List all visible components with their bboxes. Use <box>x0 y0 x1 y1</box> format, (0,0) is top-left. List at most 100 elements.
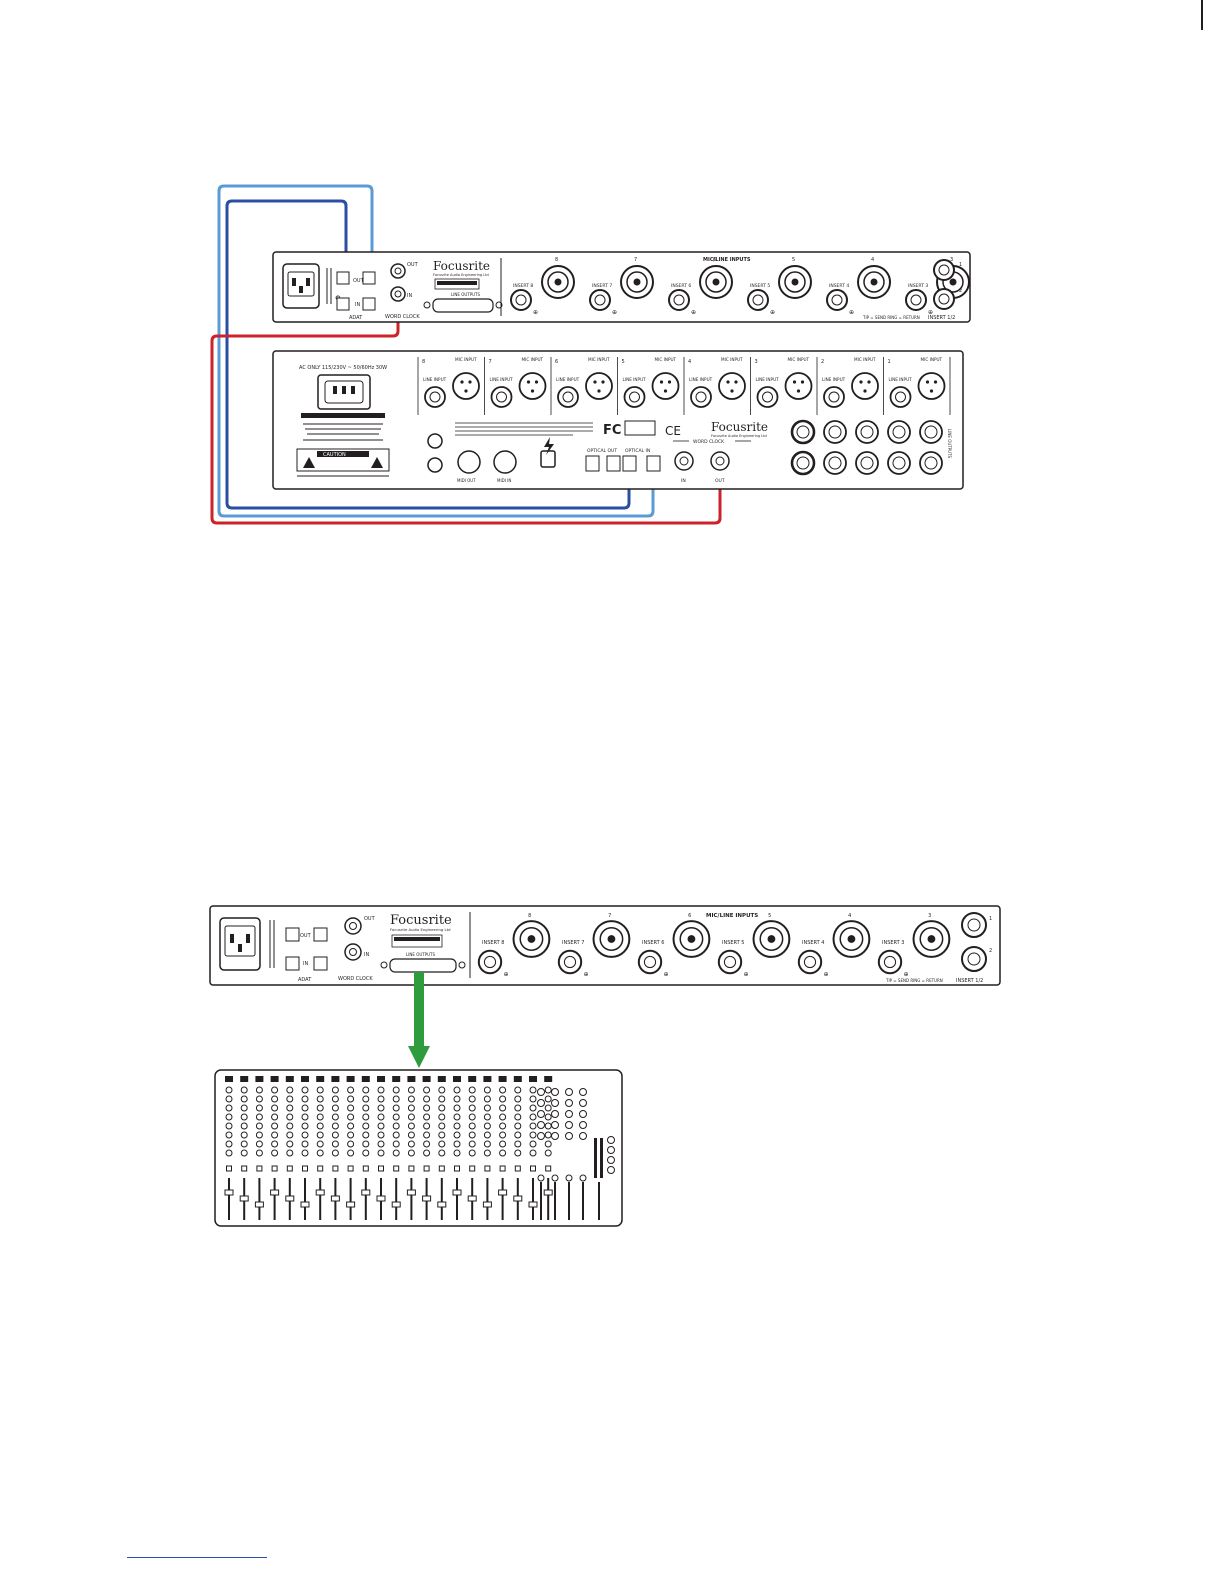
mixer-knob[interactable] <box>377 1104 385 1112</box>
insert-jack[interactable] <box>557 949 583 975</box>
aux-knob[interactable] <box>565 1110 573 1118</box>
mixer-knob[interactable] <box>225 1131 233 1139</box>
mixer-knob[interactable] <box>377 1086 385 1094</box>
mixer-knob[interactable] <box>301 1086 309 1094</box>
mixer-knob[interactable] <box>392 1122 400 1130</box>
mixer-button[interactable] <box>408 1165 415 1172</box>
mixer-knob[interactable] <box>362 1104 370 1112</box>
interface-out-jack[interactable] <box>427 433 443 449</box>
mixer-knob[interactable] <box>331 1131 339 1139</box>
line-input-jack[interactable] <box>623 386 646 408</box>
mixer-knob[interactable] <box>529 1086 537 1094</box>
mixer-fader-cap[interactable] <box>346 1201 356 1208</box>
mixer-fader-cap[interactable] <box>391 1201 401 1208</box>
mixer-knob[interactable] <box>316 1131 324 1139</box>
mixer-knob[interactable] <box>392 1140 400 1148</box>
mixer-knob[interactable] <box>468 1104 476 1112</box>
mixer-knob[interactable] <box>362 1149 370 1157</box>
aux-knob[interactable] <box>579 1174 587 1182</box>
mixer-knob[interactable] <box>468 1086 476 1094</box>
mixer-knob[interactable] <box>499 1149 507 1157</box>
interface-wc-out-bnc[interactable] <box>710 451 730 471</box>
mixer-knob[interactable] <box>544 1140 552 1148</box>
mixer-knob[interactable] <box>240 1122 248 1130</box>
mixer-fader-cap[interactable] <box>513 1195 523 1202</box>
mic-input-xlr[interactable] <box>518 372 547 400</box>
mixer-knob[interactable] <box>331 1086 339 1094</box>
aux-knob[interactable] <box>565 1132 573 1140</box>
mixer-knob[interactable] <box>544 1113 552 1121</box>
mixer-knob[interactable] <box>453 1095 461 1103</box>
mixer-button[interactable] <box>423 1165 430 1172</box>
mixer-knob[interactable] <box>301 1104 309 1112</box>
line-input-jack[interactable] <box>690 386 712 408</box>
mixer-knob[interactable] <box>362 1113 370 1121</box>
mixer-button[interactable] <box>347 1165 354 1172</box>
mixer-knob[interactable] <box>286 1104 294 1112</box>
mixer-knob[interactable] <box>423 1104 431 1112</box>
mixer-fader-cap[interactable] <box>543 1189 553 1196</box>
mixer-knob[interactable] <box>483 1113 491 1121</box>
mixer-button[interactable] <box>317 1165 324 1172</box>
mixer-button[interactable] <box>454 1165 460 1172</box>
mixer-knob[interactable] <box>271 1131 279 1139</box>
mixer-knob[interactable] <box>347 1122 355 1130</box>
aux-knob[interactable] <box>551 1088 559 1096</box>
mixer-knob[interactable] <box>514 1149 522 1157</box>
mixer-fader-cap[interactable] <box>239 1195 249 1202</box>
mixer-knob[interactable] <box>347 1149 355 1157</box>
insert-jack[interactable] <box>510 289 532 311</box>
mixer-fader-cap[interactable] <box>498 1189 508 1196</box>
mixer-knob[interactable] <box>286 1131 294 1139</box>
mixer-knob[interactable] <box>240 1131 248 1139</box>
mixer-knob[interactable] <box>453 1122 461 1130</box>
mixer-knob[interactable] <box>529 1122 537 1130</box>
mixer-fader-cap[interactable] <box>467 1195 477 1202</box>
mixer-knob[interactable] <box>331 1149 339 1157</box>
mixer-fader-cap[interactable] <box>422 1195 432 1202</box>
aux-knob[interactable] <box>537 1110 545 1118</box>
mixer-knob[interactable] <box>240 1086 248 1094</box>
mixer-knob[interactable] <box>407 1140 415 1148</box>
adat-out-2-port[interactable] <box>362 271 376 285</box>
bottom-adat-out-1-port[interactable] <box>285 927 300 942</box>
insert-1-jack[interactable] <box>933 259 955 281</box>
aux-knob[interactable] <box>537 1174 545 1182</box>
aux-knob[interactable] <box>565 1088 573 1096</box>
mixer-button[interactable] <box>286 1165 293 1172</box>
mixer-button[interactable] <box>302 1165 308 1172</box>
mixer-knob[interactable] <box>438 1149 446 1157</box>
mixer-fader-cap[interactable] <box>406 1189 416 1196</box>
mixer-knob[interactable] <box>514 1104 522 1112</box>
mic-input-xlr[interactable] <box>851 372 879 400</box>
mixer-knob[interactable] <box>423 1095 431 1103</box>
bottom-word-clock-out-bnc[interactable] <box>344 917 362 935</box>
mixer-knob[interactable] <box>407 1095 415 1103</box>
mixer-knob[interactable] <box>438 1095 446 1103</box>
mixer-knob[interactable] <box>286 1140 294 1148</box>
adat-in-1-port[interactable] <box>336 297 350 311</box>
mixer-fader-cap[interactable] <box>315 1189 325 1196</box>
mixer-knob[interactable] <box>316 1140 324 1148</box>
mixer-knob[interactable] <box>483 1140 491 1148</box>
mixer-knob[interactable] <box>499 1122 507 1130</box>
mixer-knob[interactable] <box>331 1104 339 1112</box>
mixer-knob[interactable] <box>377 1122 385 1130</box>
mixer-knob[interactable] <box>286 1086 294 1094</box>
bottom-db25-line-outputs[interactable] <box>389 958 457 973</box>
mixer-knob[interactable] <box>331 1095 339 1103</box>
mixer-fader-cap[interactable] <box>376 1195 386 1202</box>
mixer-knob[interactable] <box>225 1086 233 1094</box>
mixer-fader-cap[interactable] <box>437 1201 447 1208</box>
mixer-knob[interactable] <box>271 1149 279 1157</box>
optical-out-2-port[interactable] <box>606 455 621 472</box>
adat-out-1-port[interactable] <box>336 271 350 285</box>
mixer-knob[interactable] <box>240 1149 248 1157</box>
mixer-fader-cap[interactable] <box>254 1201 264 1208</box>
mixer-knob[interactable] <box>392 1086 400 1094</box>
mixer-knob[interactable] <box>255 1149 263 1157</box>
mixer-knob[interactable] <box>423 1113 431 1121</box>
mixer-knob[interactable] <box>271 1095 279 1103</box>
mixer-button[interactable] <box>545 1165 552 1172</box>
interface-in-jack[interactable] <box>427 457 443 473</box>
